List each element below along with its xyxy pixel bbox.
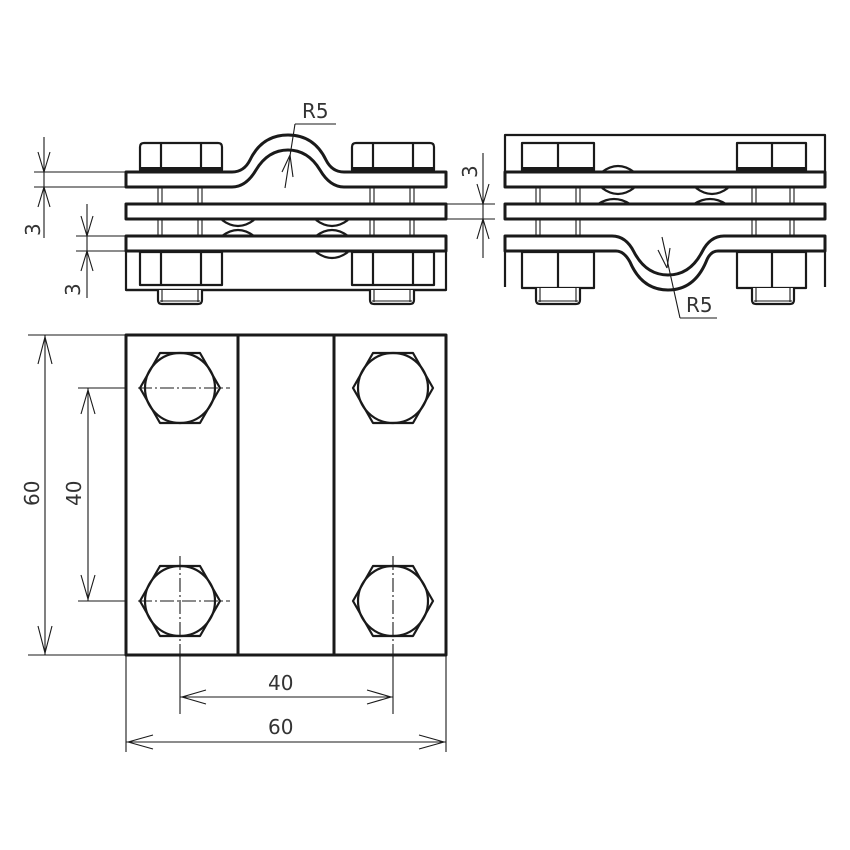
side-view-left: R5 3 3: [21, 99, 495, 306]
bottom-nut-right-view-left: [520, 250, 596, 290]
upper-body-outline: [503, 133, 827, 172]
thickness-label-bottom: 3: [61, 283, 85, 296]
dim-bolt-spacing-horizontal: 40: [179, 655, 394, 714]
plan-view: 60 40 40 60: [20, 333, 448, 752]
dim-plate-gap: 3: [458, 153, 490, 258]
gap-label: 3: [458, 165, 482, 178]
top-nut-right: [350, 141, 436, 172]
top-plate-with-bump: [124, 133, 448, 189]
height-label: 60: [20, 481, 44, 506]
bottom-nut-right-view-right: [735, 250, 808, 290]
top-nut-right-view-right: [735, 141, 808, 173]
radius-leader-bottom: R5: [657, 236, 717, 319]
side-view-right: 3: [458, 133, 827, 319]
vertical-spacing-label: 40: [62, 481, 86, 506]
bolt-end-right: [368, 290, 416, 306]
radius-leader-top: R5: [281, 99, 336, 189]
bottom-nut-left: [138, 250, 224, 287]
bolt-end-right-view-right: [750, 288, 796, 306]
middle-plate-right-view: [503, 202, 827, 221]
dim-overall-height: 60: [20, 334, 126, 656]
top-plate-right-view: [503, 170, 827, 189]
top-nut-right-view-left: [520, 141, 596, 173]
top-nut-left: [138, 141, 224, 172]
horizontal-spacing-label: 40: [268, 671, 293, 695]
dim-overall-width: 60: [125, 655, 447, 752]
dim-top-plate-thickness: 3: [21, 137, 126, 238]
dim-bolt-spacing-vertical: 40: [62, 387, 126, 602]
radius-label-bottom: R5: [686, 293, 713, 317]
width-label: 60: [268, 715, 293, 739]
thickness-label-top: 3: [21, 223, 45, 236]
bolt-end-right-view-left: [534, 288, 582, 306]
plan-outline: [124, 333, 448, 657]
bottom-nut-right: [350, 250, 436, 287]
bottom-plate: [124, 234, 448, 253]
bolt-end-left: [156, 290, 204, 306]
bolt-head-top-right: [351, 351, 435, 425]
dim-bottom-plate-thickness: 3: [61, 204, 126, 298]
middle-plate: [124, 202, 448, 221]
bolt-shanks-left: [157, 170, 415, 290]
radius-label-top: R5: [302, 99, 329, 123]
